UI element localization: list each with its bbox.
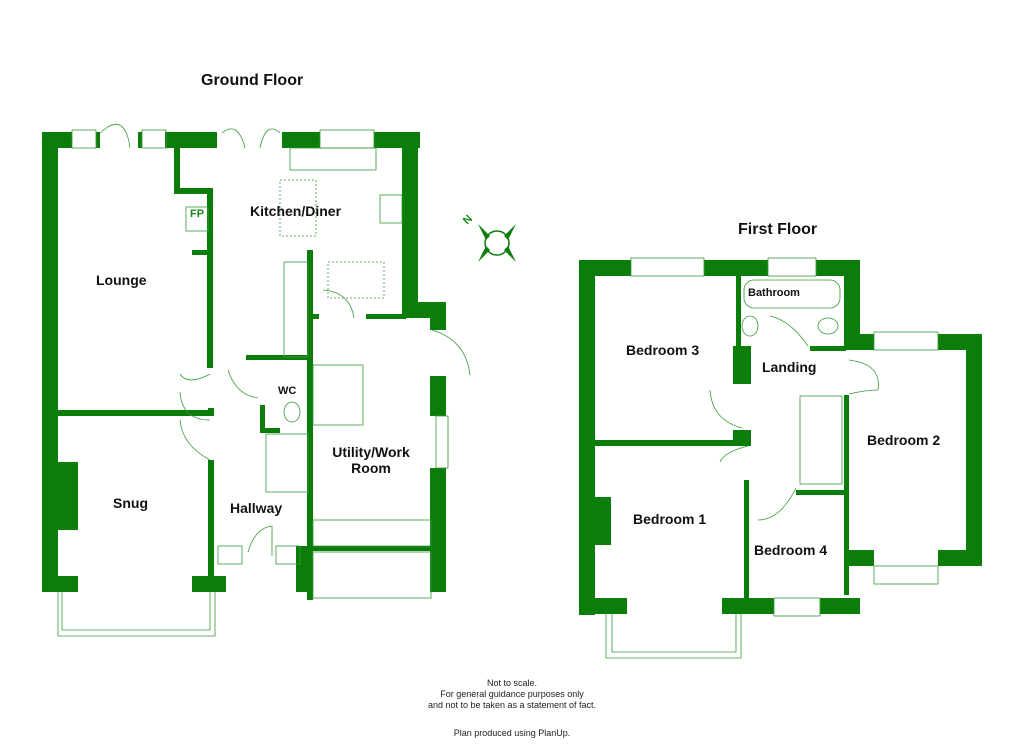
room-utility-line1: Utility/Work xyxy=(332,444,410,460)
fireplace-label: FP xyxy=(190,208,205,220)
room-utility: Utility/Work Room xyxy=(326,444,416,476)
footer-credit: Plan produced using PlanUp. xyxy=(453,728,571,738)
first-floor-title: First Floor xyxy=(738,221,818,238)
room-landing: Landing xyxy=(762,359,817,375)
room-bathroom: Bathroom xyxy=(748,287,800,299)
room-wc: WC xyxy=(278,385,297,397)
footer-line1: Not to scale. xyxy=(486,678,538,688)
footer-line2: For general guidance purposes only xyxy=(440,689,584,699)
room-bedroom4: Bedroom 4 xyxy=(754,542,828,558)
ground-floor-title: Ground Floor xyxy=(201,72,304,89)
room-utility-line2: Room xyxy=(351,460,391,476)
room-bedroom2: Bedroom 2 xyxy=(867,432,941,448)
room-hallway: Hallway xyxy=(230,500,283,516)
room-bedroom1: Bedroom 1 xyxy=(633,511,707,527)
footer-line3: and not to be taken as a statement of fa… xyxy=(427,700,597,710)
room-snug: Snug xyxy=(113,495,148,511)
room-bedroom3: Bedroom 3 xyxy=(626,342,700,358)
room-kitchen: Kitchen/Diner xyxy=(250,203,342,219)
room-lounge: Lounge xyxy=(96,272,147,288)
footer-note: Not to scale. For general guidance purpo… xyxy=(0,678,1024,711)
